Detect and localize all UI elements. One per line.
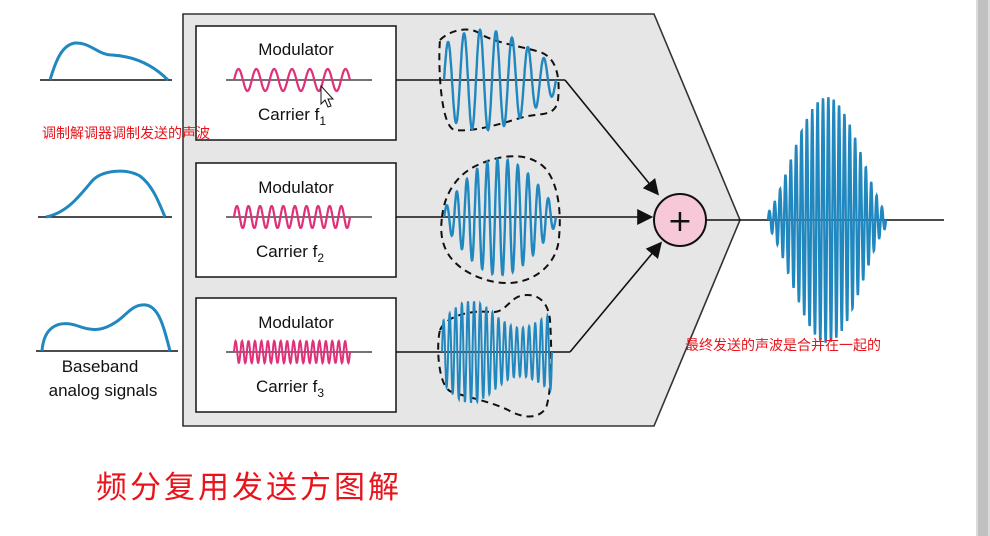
modulator-label-3: Modulator	[258, 313, 334, 332]
baseband-signal-1	[40, 41, 172, 82]
modulated-wave-3	[437, 294, 553, 418]
baseband-signal-2	[38, 169, 172, 219]
carrier-wave-3	[233, 338, 351, 366]
combined-annotation: 最终发送的声波是合并在一起的	[685, 338, 881, 354]
modulator-box-3: Modulator Carrier f3	[195, 297, 397, 413]
arrow-3	[569, 241, 663, 353]
carrier-label-3: Carrier f3	[256, 377, 324, 400]
carrier-label-1: Carrier f1	[258, 105, 326, 128]
baseband-signal-3	[36, 303, 178, 352]
modulated-wave-2	[440, 155, 561, 285]
combiner-circle: +	[653, 193, 707, 247]
baseband-label-line1: Baseband	[62, 357, 139, 376]
carrier-wave-1	[232, 67, 352, 93]
carrier-wave-2	[232, 205, 352, 229]
baseband-signals: Baseband analog signals	[36, 41, 178, 400]
modulator-annotation: 调制解调器调制发送的声波	[42, 126, 210, 142]
carrier-label-2: Carrier f2	[256, 242, 324, 265]
modulator-label-2: Modulator	[258, 178, 334, 197]
caption: 频分复用发送方图解	[96, 470, 402, 506]
modulated-wave-1	[438, 28, 560, 132]
arrow-1	[564, 79, 660, 196]
modulator-box-2: Modulator Carrier f2	[195, 162, 397, 278]
modulator-box-1: Modulator Carrier f1	[195, 25, 397, 141]
modulator-label-1: Modulator	[258, 40, 334, 59]
scrollbar[interactable]	[976, 0, 990, 536]
combined-wave	[766, 97, 888, 343]
baseband-label-line2: analog signals	[49, 381, 158, 400]
scrollbar-thumb[interactable]	[978, 0, 988, 536]
plus-icon: +	[667, 204, 692, 239]
mouse-cursor-icon	[320, 84, 335, 108]
